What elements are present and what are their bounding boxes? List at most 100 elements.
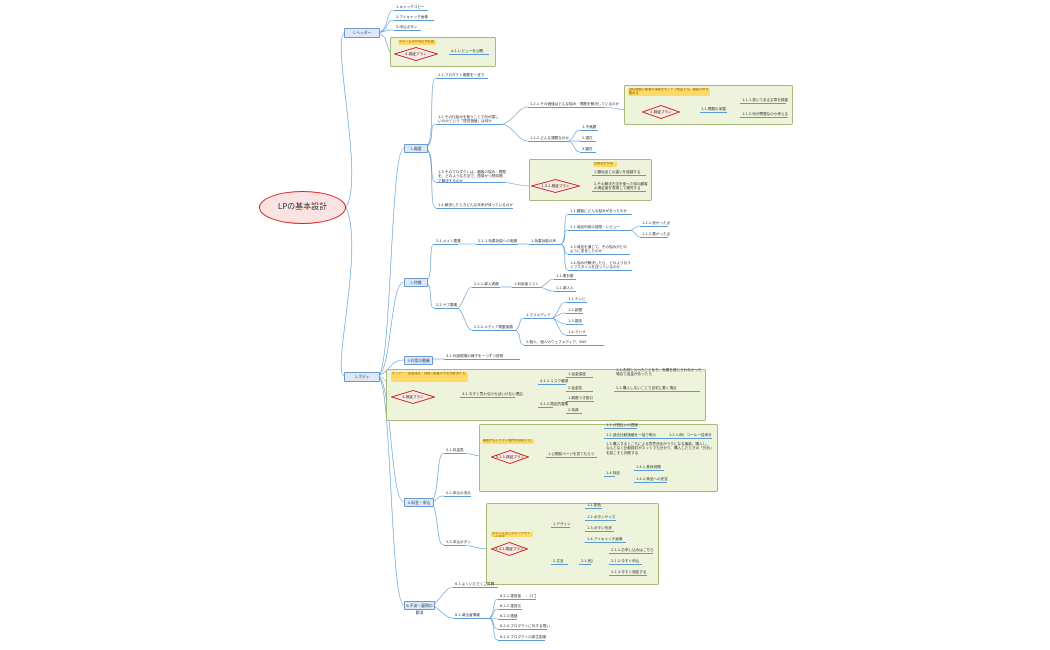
features-user-list[interactable]: 1.利用者リスト <box>514 282 539 286</box>
features-2-2-2[interactable]: 2.2.2.メディア掲載実績 <box>474 325 513 329</box>
offer-test-branch[interactable]: 4.1.今すぐ買わなければいけない理由 <box>462 392 523 396</box>
features-media-magazine[interactable]: 1.3.雑誌 <box>568 319 583 323</box>
features-detail-1-1[interactable]: 1.1.顧客にどんな悩みがあったのか <box>570 209 628 213</box>
reason-item[interactable]: 3.1.利用現場の様子を一つずつ説明 <box>446 354 504 358</box>
price-test-diamond-2-label: 5.3.1.検証プラン <box>495 547 524 551</box>
offer-risk[interactable]: 4.1.1.リスク軽減 <box>540 379 569 383</box>
price-design-shape[interactable]: 1.3.ボタン形状 <box>587 526 612 530</box>
offer-risk-return[interactable]: 2.返金性 <box>568 386 583 390</box>
summary-test-2-a[interactable]: 1.類似品との違いを強調する <box>594 170 641 174</box>
offer-risk-return-detail[interactable]: 2.1.購入しないことで自宅に着く場合 <box>616 386 677 390</box>
features-detail-1-2-2[interactable]: 1.2.2.悪かった点 <box>642 232 671 236</box>
price-wording[interactable]: 2.文言 <box>553 559 564 563</box>
price-node[interactable]: 5.料金・申込 <box>404 498 434 507</box>
root-node[interactable]: LPの基本設計 <box>259 191 346 224</box>
features-2-2[interactable]: 2.2.サブ要素 <box>436 303 458 307</box>
summary-1-2-2-a[interactable]: 1.不満層 <box>582 125 597 129</box>
price-design[interactable]: 1.デザイン <box>553 522 571 526</box>
features-detail-1-3[interactable]: 1.3.商品を通じて、その悩みがどのように変化したのか <box>570 245 627 254</box>
price-test-diamond-1[interactable] <box>491 450 529 464</box>
features-media-newspaper[interactable]: 1.2.新聞 <box>568 308 583 312</box>
features-detail[interactable]: 1.効果効能の声 <box>531 239 556 243</box>
price-test-diamond-1-label: 5.1.1.検証プラン <box>495 455 525 459</box>
faq-6-2-5[interactable]: 6.2.5.プロダクトの新生制度 <box>500 635 547 639</box>
price-5-3[interactable]: 5.3.申込ボタン <box>446 540 471 544</box>
price-test-branch-1[interactable]: 1.公開前ページを見てもらう <box>548 452 595 456</box>
price-test-1-4-1[interactable]: 1.4.1.具体例開 <box>636 465 661 469</box>
summary-1-1[interactable]: 1.1.プロダクト概要を一言で <box>438 73 485 77</box>
body-node[interactable]: 2.ボディ <box>344 372 380 382</box>
features-mass-media[interactable]: 1.マスメディア <box>526 313 551 317</box>
offer-limited[interactable]: 4.1.2.限定的要素 <box>540 402 569 406</box>
price-wording-3[interactable]: 2.1.3.今すぐ相談する <box>611 570 647 574</box>
features-node[interactable]: 2.特徴 <box>404 278 428 287</box>
header-test-diamond[interactable] <box>394 47 438 61</box>
summary-1-4[interactable]: 1.4.解決したときどんな未来が待っているのか <box>438 203 513 207</box>
price-wording-2[interactable]: 2.1.2.今すぐ申込 <box>611 559 640 563</box>
summary-test-note-1: 提供価値と顧客の課題をセットで検証する。顧客の声を集める <box>628 88 710 96</box>
summary-1-2-2[interactable]: 1.2.2.どんな課題なのか <box>530 136 570 140</box>
faq-6-2-2[interactable]: 6.2.2.運営元 <box>500 604 522 608</box>
header-item-3[interactable]: 3.申込ボタン <box>396 25 418 29</box>
price-wording-example[interactable]: 2.1.例） <box>581 559 596 563</box>
price-wording-1[interactable]: 2.1.1.お申し込みはこちら <box>611 548 654 552</box>
summary-1-2-2-c[interactable]: 3.顕在 <box>582 147 593 151</box>
summary-test-2-b[interactable]: 2.その解決方法を使った時の顧客の満足度を表現して補完する <box>594 182 648 191</box>
price-design-size[interactable]: 1.2.ボタンサイズ <box>587 515 616 519</box>
summary-1-2-1[interactable]: 1.2.1.その価値はどんな悩み・問題を解決しているのか <box>530 102 620 106</box>
price-test-1-4[interactable]: 1.4.特記 <box>606 471 621 475</box>
offer-limited-bonus[interactable]: 2.特典 <box>568 408 579 412</box>
features-detail-1-2-1[interactable]: 1.2.1.良かった点 <box>642 221 671 225</box>
features-2-1[interactable]: 2.1.メイン要素 <box>436 239 461 243</box>
summary-node[interactable]: 1.概要 <box>404 144 428 153</box>
price-test-note-1: 離脱が生じやすい箇所を検証する <box>482 439 534 444</box>
features-detail-1-2[interactable]: 1.2.商品利用の感想・レビュー <box>570 225 620 229</box>
faq-6-2-4[interactable]: 6.2.4.プロダクトに対する想い <box>500 624 550 628</box>
summary-1-3[interactable]: 1.3.そのプロダクトは、顧客の悩み・問題を、どのような方法で、簡単かつ短時間で… <box>438 170 506 183</box>
features-personal-media[interactable]: 2.個人、個人のウェブメディア、SNS <box>526 340 587 344</box>
offer-risk-refund-detail[interactable]: 1.1.お試し入ったことなり、効果を感じられなかった場合で返金があったら <box>616 368 702 377</box>
offer-test-note: オファー・返金保証・特典で顧客の不安を解消する <box>391 372 468 382</box>
summary-test-1-1-2[interactable]: 1.1.2.何が問題なのか考える <box>742 112 789 116</box>
price-design-color[interactable]: 1.1.配色 <box>587 503 602 507</box>
price-test-diamond-2[interactable] <box>491 542 528 556</box>
price-test-1-1[interactable]: 1.1.分割払いの提案 <box>606 423 639 427</box>
price-test-1-3[interactable]: 1.3.購入するところによる意思決定がラクになる機能、購入し、なんとなく比較検討… <box>606 442 712 455</box>
summary-test-diamond-2-label: 1.3.1.検証プラン <box>541 184 570 188</box>
price-test-1-4-2[interactable]: 1.4.2.商品への安定 <box>636 477 668 481</box>
features-detail-1-4[interactable]: 1.4.悩みが解決したら、どのようなライフスタイルを送っているのか <box>570 261 631 270</box>
offer-limited-discount[interactable]: 1.期限つき割引 <box>568 396 593 400</box>
offer-test-diamond-label: 4.検証プラン <box>402 395 424 399</box>
price-5-2[interactable]: 5.2.申込の流れ <box>446 491 471 495</box>
header-node[interactable]: 1.ヘッダー <box>344 28 380 38</box>
header-item-2[interactable]: 2.アイキャッチ画像 <box>396 15 428 19</box>
header-item-1[interactable]: 1.キャッチコピー <box>396 5 425 9</box>
faq-6-1[interactable]: 6.1.よくいただくご質問 <box>455 582 495 586</box>
features-media-tv[interactable]: 1.1.テレビ <box>568 297 586 301</box>
summary-1-2-2-b[interactable]: 2.潜在 <box>582 136 593 140</box>
price-5-1[interactable]: 5.1.料金表 <box>446 448 464 452</box>
price-test-1-2[interactable]: 1.2.過去比較価格を一括で明示 <box>606 433 656 437</box>
features-2-1-1[interactable]: 2.1.1.効果効能への実績 <box>478 239 518 243</box>
summary-test-diamond-2[interactable] <box>531 179 580 193</box>
faq-6-2[interactable]: 6.2.導出者情報 <box>455 613 480 617</box>
price-test-1-2-1[interactable]: 1.2.1.例）コール一括申分 <box>669 433 712 437</box>
features-user-list-1[interactable]: 1.1.累計数 <box>556 274 574 278</box>
faq-6-2-3[interactable]: 6.2.3.連絡 <box>500 614 518 618</box>
header-test-item[interactable]: 4.1.レビューを公開 <box>451 49 484 53</box>
reason-node[interactable]: 3.利用の動機 <box>404 356 433 365</box>
offer-test-diamond[interactable] <box>391 390 435 404</box>
summary-test-note-2: 比較表を作成 <box>593 162 617 167</box>
header-test-note: ボタン文言の検討が必要 <box>398 40 436 45</box>
features-2-2-1[interactable]: 2.2.1.導入実績 <box>474 282 499 286</box>
summary-test-branch-1[interactable]: 1.1.問題の深掘 <box>701 107 726 111</box>
features-user-list-2[interactable]: 1.2.導入人 <box>556 286 574 290</box>
summary-1-2[interactable]: 1.2.その仕組みを使うことで何が嬉しいのかという「提供価値」は何か <box>438 115 499 124</box>
features-media-radio[interactable]: 1.4.ラジオ <box>568 330 586 334</box>
summary-test-diamond-1[interactable] <box>642 105 680 119</box>
faq-node[interactable]: 6.不安・疑問の解消 <box>404 601 435 615</box>
price-design-image[interactable]: 1.4.アイキャッチ画像 <box>587 537 623 541</box>
summary-test-1-1-1[interactable]: 1.1.1.書いてある文章を精査 <box>742 98 789 102</box>
offer-risk-refund[interactable]: 1.返金保証 <box>568 372 586 376</box>
faq-6-2-1[interactable]: 6.2.1.運営者 ・ ロゴ <box>500 594 537 598</box>
